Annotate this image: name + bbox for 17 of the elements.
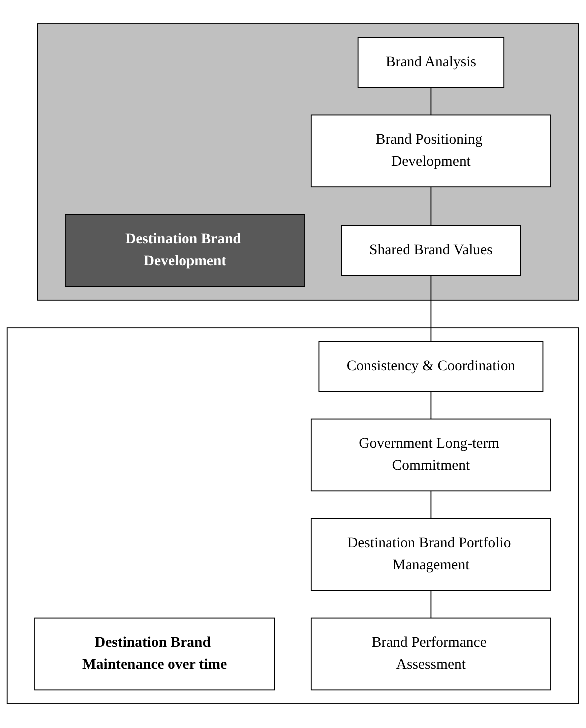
cluster xyxy=(6,328,580,704)
node-box: Government Long-term Commitment xyxy=(310,418,552,492)
node-box: Shared Brand Values xyxy=(341,225,521,276)
node-box: Destination Brand Maintenance over time xyxy=(34,618,276,691)
connector xyxy=(430,391,432,420)
node-box: Brand Positioning Development xyxy=(310,114,552,188)
connector xyxy=(430,87,432,116)
cluster xyxy=(37,24,580,301)
node-box: Consistency & Coordination xyxy=(318,341,544,392)
connector xyxy=(430,275,432,342)
connector xyxy=(430,590,432,619)
connector xyxy=(430,490,432,520)
node-box: Brand Performance Assessment xyxy=(310,618,552,691)
node-box: Destination Brand Development xyxy=(65,214,306,288)
node-box: Brand Analysis xyxy=(358,37,505,88)
node-box: Destination Brand Portfolio Management xyxy=(310,518,552,592)
connector xyxy=(430,186,432,226)
